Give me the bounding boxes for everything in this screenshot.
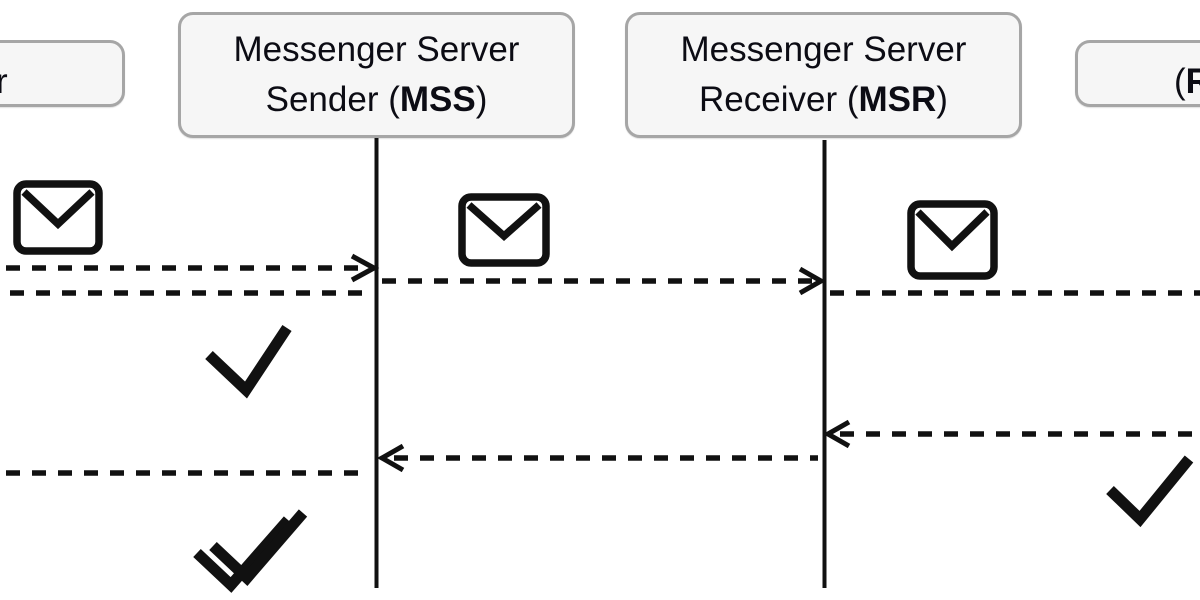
envelope-flap (21, 189, 95, 230)
actor-box-mss: Messenger Server Sender (MSS) (178, 12, 575, 138)
actor-acronym: R (1185, 62, 1200, 101)
envelope-icon (13, 180, 103, 255)
envelope-icon (458, 193, 550, 267)
check-icon (1106, 455, 1194, 528)
actor-box-right-partial: (R (1075, 40, 1200, 107)
actor-acronym: MSR (858, 80, 937, 119)
actor-label: (R (1174, 57, 1200, 107)
actor-label-line1: Messenger Server (233, 30, 520, 70)
envelope-flap (466, 202, 542, 242)
actor-label-line2: Receiver (MSR) (699, 80, 948, 119)
actor-box-msr: Messenger Server Receiver (MSR) (625, 12, 1022, 138)
envelope-icon (907, 200, 998, 280)
check-stroke (193, 516, 293, 593)
message-arrow-sender-to-mss (6, 253, 380, 283)
arrowhead-left-icon (376, 443, 405, 473)
arrowhead-right-icon (798, 266, 827, 296)
arrowhead-right-icon (350, 253, 380, 283)
check-icon (205, 324, 292, 399)
check-stroke (209, 509, 308, 586)
message-arrow-receiver-to-msr (822, 419, 1200, 449)
envelope-flap (915, 209, 990, 252)
actor-label-line2: Sender (MSS) (265, 80, 488, 119)
arrowhead-left-icon (822, 419, 851, 449)
message-arrow-msr-to-mss (376, 443, 818, 473)
actor-label: r (0, 62, 8, 101)
message-arrow-mss-to-msr (382, 266, 827, 296)
actor-acronym: MSS (399, 80, 476, 119)
actor-label-line1: Messenger Server (680, 30, 967, 70)
double-check-icon (193, 509, 308, 593)
actor-box-left-partial: r (0, 40, 125, 107)
